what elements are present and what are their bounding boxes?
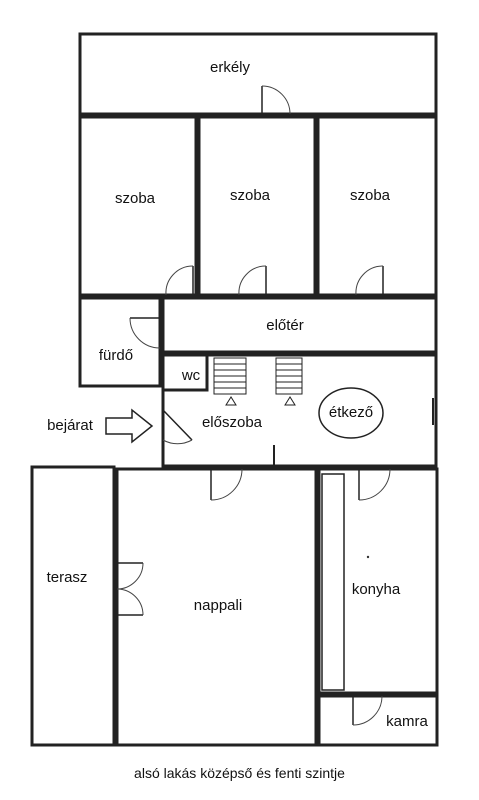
label-bejarat: bejárat	[47, 417, 94, 434]
label-terasz: terasz	[47, 569, 88, 586]
room-furdo	[78, 296, 162, 388]
door-entrance	[162, 409, 193, 441]
kitchen-counter	[321, 473, 345, 691]
label-wc: wc	[181, 367, 201, 384]
label-etkezo: étkező	[329, 404, 373, 421]
dining-table	[318, 387, 384, 439]
room-erkely	[78, 32, 438, 116]
label-szoba-1: szoba	[115, 190, 156, 207]
label-eloter: előtér	[266, 317, 304, 334]
room-wc	[161, 353, 209, 392]
label-nappali: nappali	[194, 597, 242, 614]
label-szoba-2: szoba	[230, 187, 271, 204]
stairs-left	[213, 357, 247, 406]
label-erkely: erkély	[210, 59, 251, 76]
room-eloter	[161, 296, 438, 354]
label-szoba-3: szoba	[350, 187, 391, 204]
label-furdo: fürdő	[99, 347, 133, 364]
label-kamra: kamra	[386, 713, 428, 730]
room-szoba-1	[78, 115, 198, 297]
room-nappali	[115, 467, 318, 747]
room-szoba-3	[316, 115, 438, 297]
stairs-right	[275, 357, 303, 406]
room-terasz	[30, 465, 116, 747]
entrance-arrow	[105, 408, 154, 444]
room-szoba-2	[197, 115, 317, 297]
plan-caption: alsó lakás középső és fenti szintje	[134, 765, 345, 781]
label-eloszoba: előszoba	[202, 414, 263, 431]
room-kamra	[317, 694, 439, 747]
door-nappali-terrace	[116, 562, 144, 616]
label-konyha: konyha	[352, 581, 401, 598]
